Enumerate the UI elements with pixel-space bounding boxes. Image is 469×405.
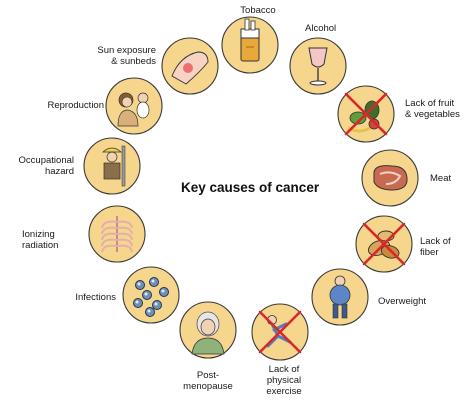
mother-baby-icon bbox=[117, 92, 150, 127]
cause-label: Infections bbox=[75, 292, 116, 303]
cause-node bbox=[311, 268, 369, 326]
cause-node bbox=[221, 16, 279, 74]
red-cross-icon bbox=[362, 222, 406, 266]
cause-label: Lack of physical exercise bbox=[266, 364, 302, 397]
cause-node bbox=[355, 215, 413, 273]
diagram-title: Key causes of cancer bbox=[181, 180, 320, 195]
cause-label: Sun exposure & sunbeds bbox=[97, 45, 156, 67]
cause-node bbox=[289, 37, 347, 95]
cause-node bbox=[337, 85, 395, 143]
steak-icon bbox=[373, 165, 408, 191]
cause-label: Overweight bbox=[378, 296, 427, 307]
older-woman-icon bbox=[191, 311, 225, 355]
cause-node bbox=[122, 266, 180, 324]
cause-label: Meat bbox=[430, 173, 452, 184]
cause-label: Reproduction bbox=[47, 100, 104, 111]
cause-node bbox=[161, 37, 219, 95]
cigarette-pack-icon bbox=[240, 18, 260, 62]
overweight-person-icon bbox=[329, 275, 351, 319]
cause-node bbox=[88, 205, 146, 263]
cause-node bbox=[105, 77, 163, 135]
cause-label: Alcohol bbox=[305, 23, 337, 34]
cause-label: Occupational hazard bbox=[18, 155, 74, 177]
cause-node bbox=[83, 137, 141, 195]
wine-glass-icon bbox=[308, 47, 328, 86]
cause-label: Lack of fiber bbox=[420, 236, 451, 258]
ribcage-xray-icon bbox=[101, 216, 133, 253]
cause-label: Lack of fruit & vegetables bbox=[405, 98, 460, 120]
cause-label: Ionizing radiation bbox=[22, 229, 59, 251]
worker-icon bbox=[101, 145, 126, 187]
red-cross-icon bbox=[344, 92, 388, 136]
sunburned-arm-icon bbox=[171, 51, 209, 85]
cause-label: Post- menopause bbox=[183, 370, 233, 392]
red-cross-icon bbox=[258, 310, 302, 354]
cause-node bbox=[251, 303, 309, 361]
cause-node bbox=[361, 149, 419, 207]
virus-particles-icon bbox=[133, 277, 169, 317]
cause-label: Tobacco bbox=[240, 5, 276, 16]
cause-node bbox=[179, 301, 237, 359]
